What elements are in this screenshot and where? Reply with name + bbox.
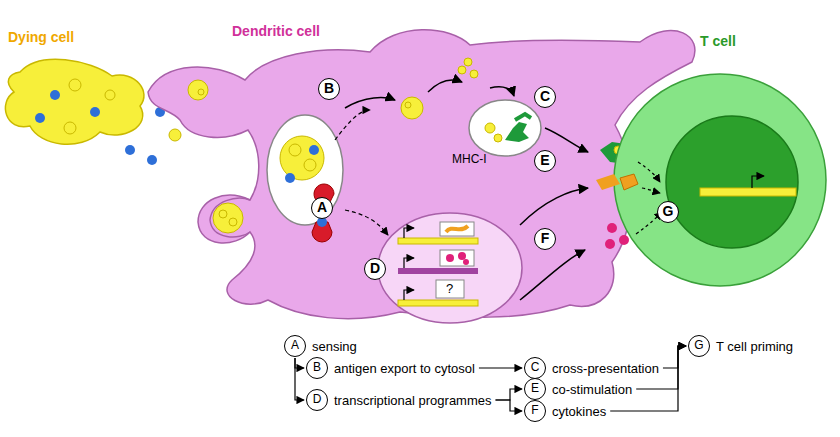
cell-region: Dying cell — [8, 28, 158, 158]
dying-cell-body — [5, 59, 144, 144]
step-letter: G — [663, 202, 674, 221]
step-text: transcriptional programmes — [334, 393, 492, 408]
flow-connector — [496, 400, 522, 411]
mhc-vesicle — [469, 100, 541, 156]
step-circle: B — [318, 78, 340, 100]
step-text: antigen export to cytosol — [334, 361, 475, 376]
cell-region: Dendritic cellA B C D E F — [140, 0, 700, 330]
step-circle: C — [534, 86, 556, 108]
step-text: sensing — [312, 339, 357, 354]
step-circle: G — [657, 201, 679, 223]
step-item: Eco-stimulation — [524, 378, 632, 400]
step-circle: F — [534, 228, 556, 250]
step-letter: F — [541, 229, 550, 248]
cell-name: Dying cell — [8, 29, 74, 45]
step-item: G T cell priming — [688, 335, 793, 357]
step-item: Ccross-presentation — [524, 357, 659, 379]
flow-connector — [663, 346, 686, 368]
step-item: Fcytokines — [524, 400, 606, 422]
cell-name: T cell — [700, 33, 736, 49]
unknown-gene-mark: ? — [446, 281, 453, 296]
cell-region: T cellG — [610, 26, 835, 286]
apoptotic-bodies — [188, 80, 243, 233]
step-letter: A — [317, 198, 327, 217]
costim-molecule — [596, 174, 620, 190]
step-letter: G — [688, 335, 710, 357]
cell-name: Dendritic cell — [232, 23, 320, 39]
step-circle: D — [364, 258, 386, 280]
step-item: Bantigen export to cytosol — [306, 357, 475, 379]
step-text: cytokines — [552, 404, 606, 419]
step-circle: E — [534, 150, 556, 172]
t-cell-nucleus — [666, 116, 798, 248]
flow-connector — [496, 389, 522, 400]
phagosome — [267, 115, 343, 225]
step-letter: B — [306, 357, 328, 379]
flow-connector — [295, 358, 304, 400]
flow-connector — [610, 346, 686, 411]
step-letter: D — [306, 389, 328, 411]
step-text: T cell priming — [716, 339, 793, 354]
step-letter: C — [524, 357, 546, 379]
t-cell-body — [614, 74, 826, 286]
step-circle: A — [311, 197, 333, 219]
flow-connector — [479, 367, 522, 368]
step-letter: B — [324, 79, 334, 98]
flow-connector — [295, 358, 304, 368]
step-letter: D — [370, 259, 380, 278]
nucleus — [378, 213, 522, 323]
molecule-label: MHC-I — [452, 152, 487, 166]
step-letter: A — [284, 335, 306, 357]
step-letter: C — [540, 87, 550, 106]
step-letter: E — [524, 378, 546, 400]
step-item: Asensing — [284, 335, 357, 357]
step-text: co-stimulation — [552, 382, 632, 397]
step-item: Dtranscriptional programmes — [306, 389, 492, 411]
step-text: cross-presentation — [552, 361, 659, 376]
step-letter: E — [540, 151, 549, 170]
step-letter: F — [524, 400, 546, 422]
